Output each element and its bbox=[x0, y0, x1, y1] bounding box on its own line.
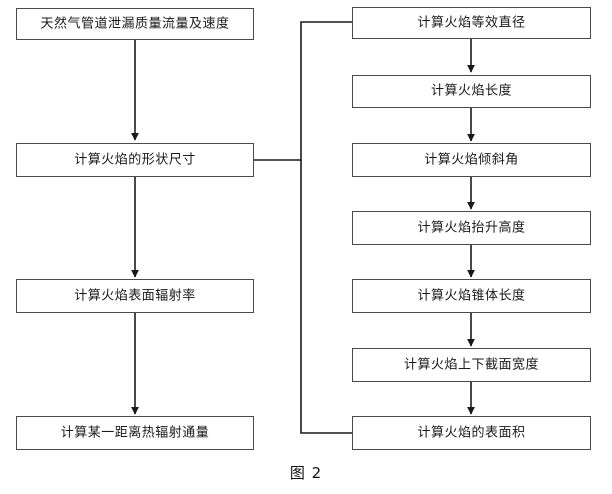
node-flame-surface-emissivity[interactable]: 计算火焰表面辐射率 bbox=[16, 279, 254, 313]
node-label: 计算火焰等效直径 bbox=[417, 15, 526, 30]
node-label: 计算某一距离热辐射通量 bbox=[60, 425, 210, 440]
node-flame-shape-size[interactable]: 计算火焰的形状尺寸 bbox=[16, 143, 254, 177]
figure-caption: 图 2 bbox=[289, 464, 323, 482]
node-leak-mass-flow[interactable]: 天然气管道泄漏质量流量及速度 bbox=[16, 8, 254, 40]
node-label: 计算火焰上下截面宽度 bbox=[403, 357, 539, 372]
node-label: 计算火焰表面辐射率 bbox=[74, 288, 196, 303]
node-flame-section-width[interactable]: 计算火焰上下截面宽度 bbox=[352, 348, 591, 382]
node-flame-cone-length[interactable]: 计算火焰锥体长度 bbox=[352, 279, 591, 313]
node-label: 计算火焰的形状尺寸 bbox=[74, 152, 196, 167]
node-flame-length[interactable]: 计算火焰长度 bbox=[352, 75, 591, 108]
node-label: 计算火焰长度 bbox=[430, 83, 512, 99]
node-label: 计算火焰的表面积 bbox=[417, 425, 526, 440]
node-flame-surface-area[interactable]: 计算火焰的表面积 bbox=[352, 416, 591, 450]
node-label: 计算火焰倾斜角 bbox=[424, 152, 519, 167]
node-label: 计算火焰抬升高度 bbox=[417, 220, 526, 235]
connector-shape-to-equivalent-diameter bbox=[253, 21, 352, 161]
connector-surface-area-to-shape-feedback bbox=[300, 160, 352, 434]
node-label: 计算火焰锥体长度 bbox=[417, 288, 526, 303]
node-label: 天然气管道泄漏质量流量及速度 bbox=[40, 16, 230, 31]
node-thermal-radiation-flux[interactable]: 计算某一距离热辐射通量 bbox=[16, 416, 254, 450]
node-flame-tilt-angle[interactable]: 计算火焰倾斜角 bbox=[352, 143, 591, 177]
node-flame-equivalent-diameter[interactable]: 计算火焰等效直径 bbox=[352, 7, 591, 39]
node-flame-lift-height[interactable]: 计算火焰抬升高度 bbox=[352, 211, 591, 245]
